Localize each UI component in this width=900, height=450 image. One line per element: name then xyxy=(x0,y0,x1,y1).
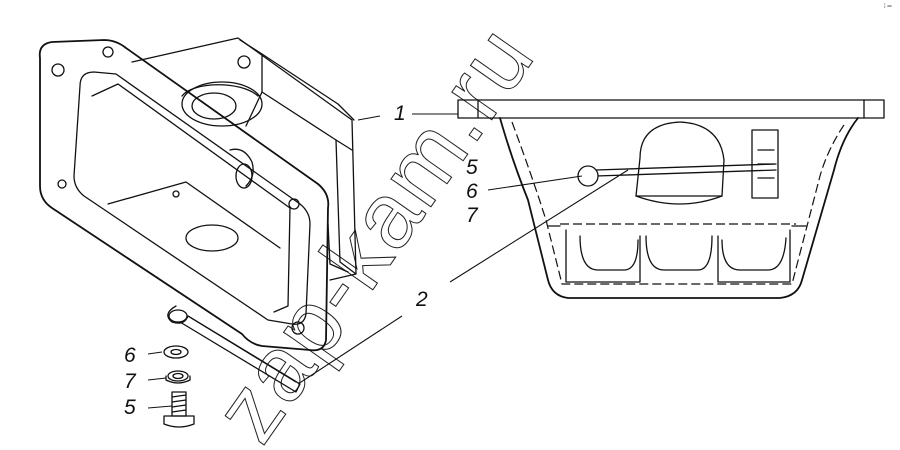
lock-wire-part xyxy=(167,163,777,393)
watermark: zap-kam.ru xyxy=(195,8,554,450)
callout-2: 2 xyxy=(415,288,428,311)
callout-5-top: 5 xyxy=(466,156,478,179)
callout-5-bottom: 5 xyxy=(124,396,136,419)
lock-washer-7 xyxy=(167,370,189,382)
housing-front-view xyxy=(457,99,885,299)
fasteners-loose xyxy=(163,345,195,428)
leader-lines xyxy=(147,113,629,409)
corner-logo: ⁞ ═ xyxy=(884,4,892,10)
bolt-head-assembled xyxy=(577,165,599,187)
callout-6-top: 6 xyxy=(466,180,478,203)
bolt-5 xyxy=(163,391,195,428)
housing-isometric xyxy=(38,37,357,352)
callout-6-bottom: 6 xyxy=(124,344,136,367)
callout-7-top: 7 xyxy=(466,204,479,227)
callout-7-bottom: 7 xyxy=(124,370,137,393)
washer-6 xyxy=(163,345,189,359)
callout-1: 1 xyxy=(394,102,406,125)
